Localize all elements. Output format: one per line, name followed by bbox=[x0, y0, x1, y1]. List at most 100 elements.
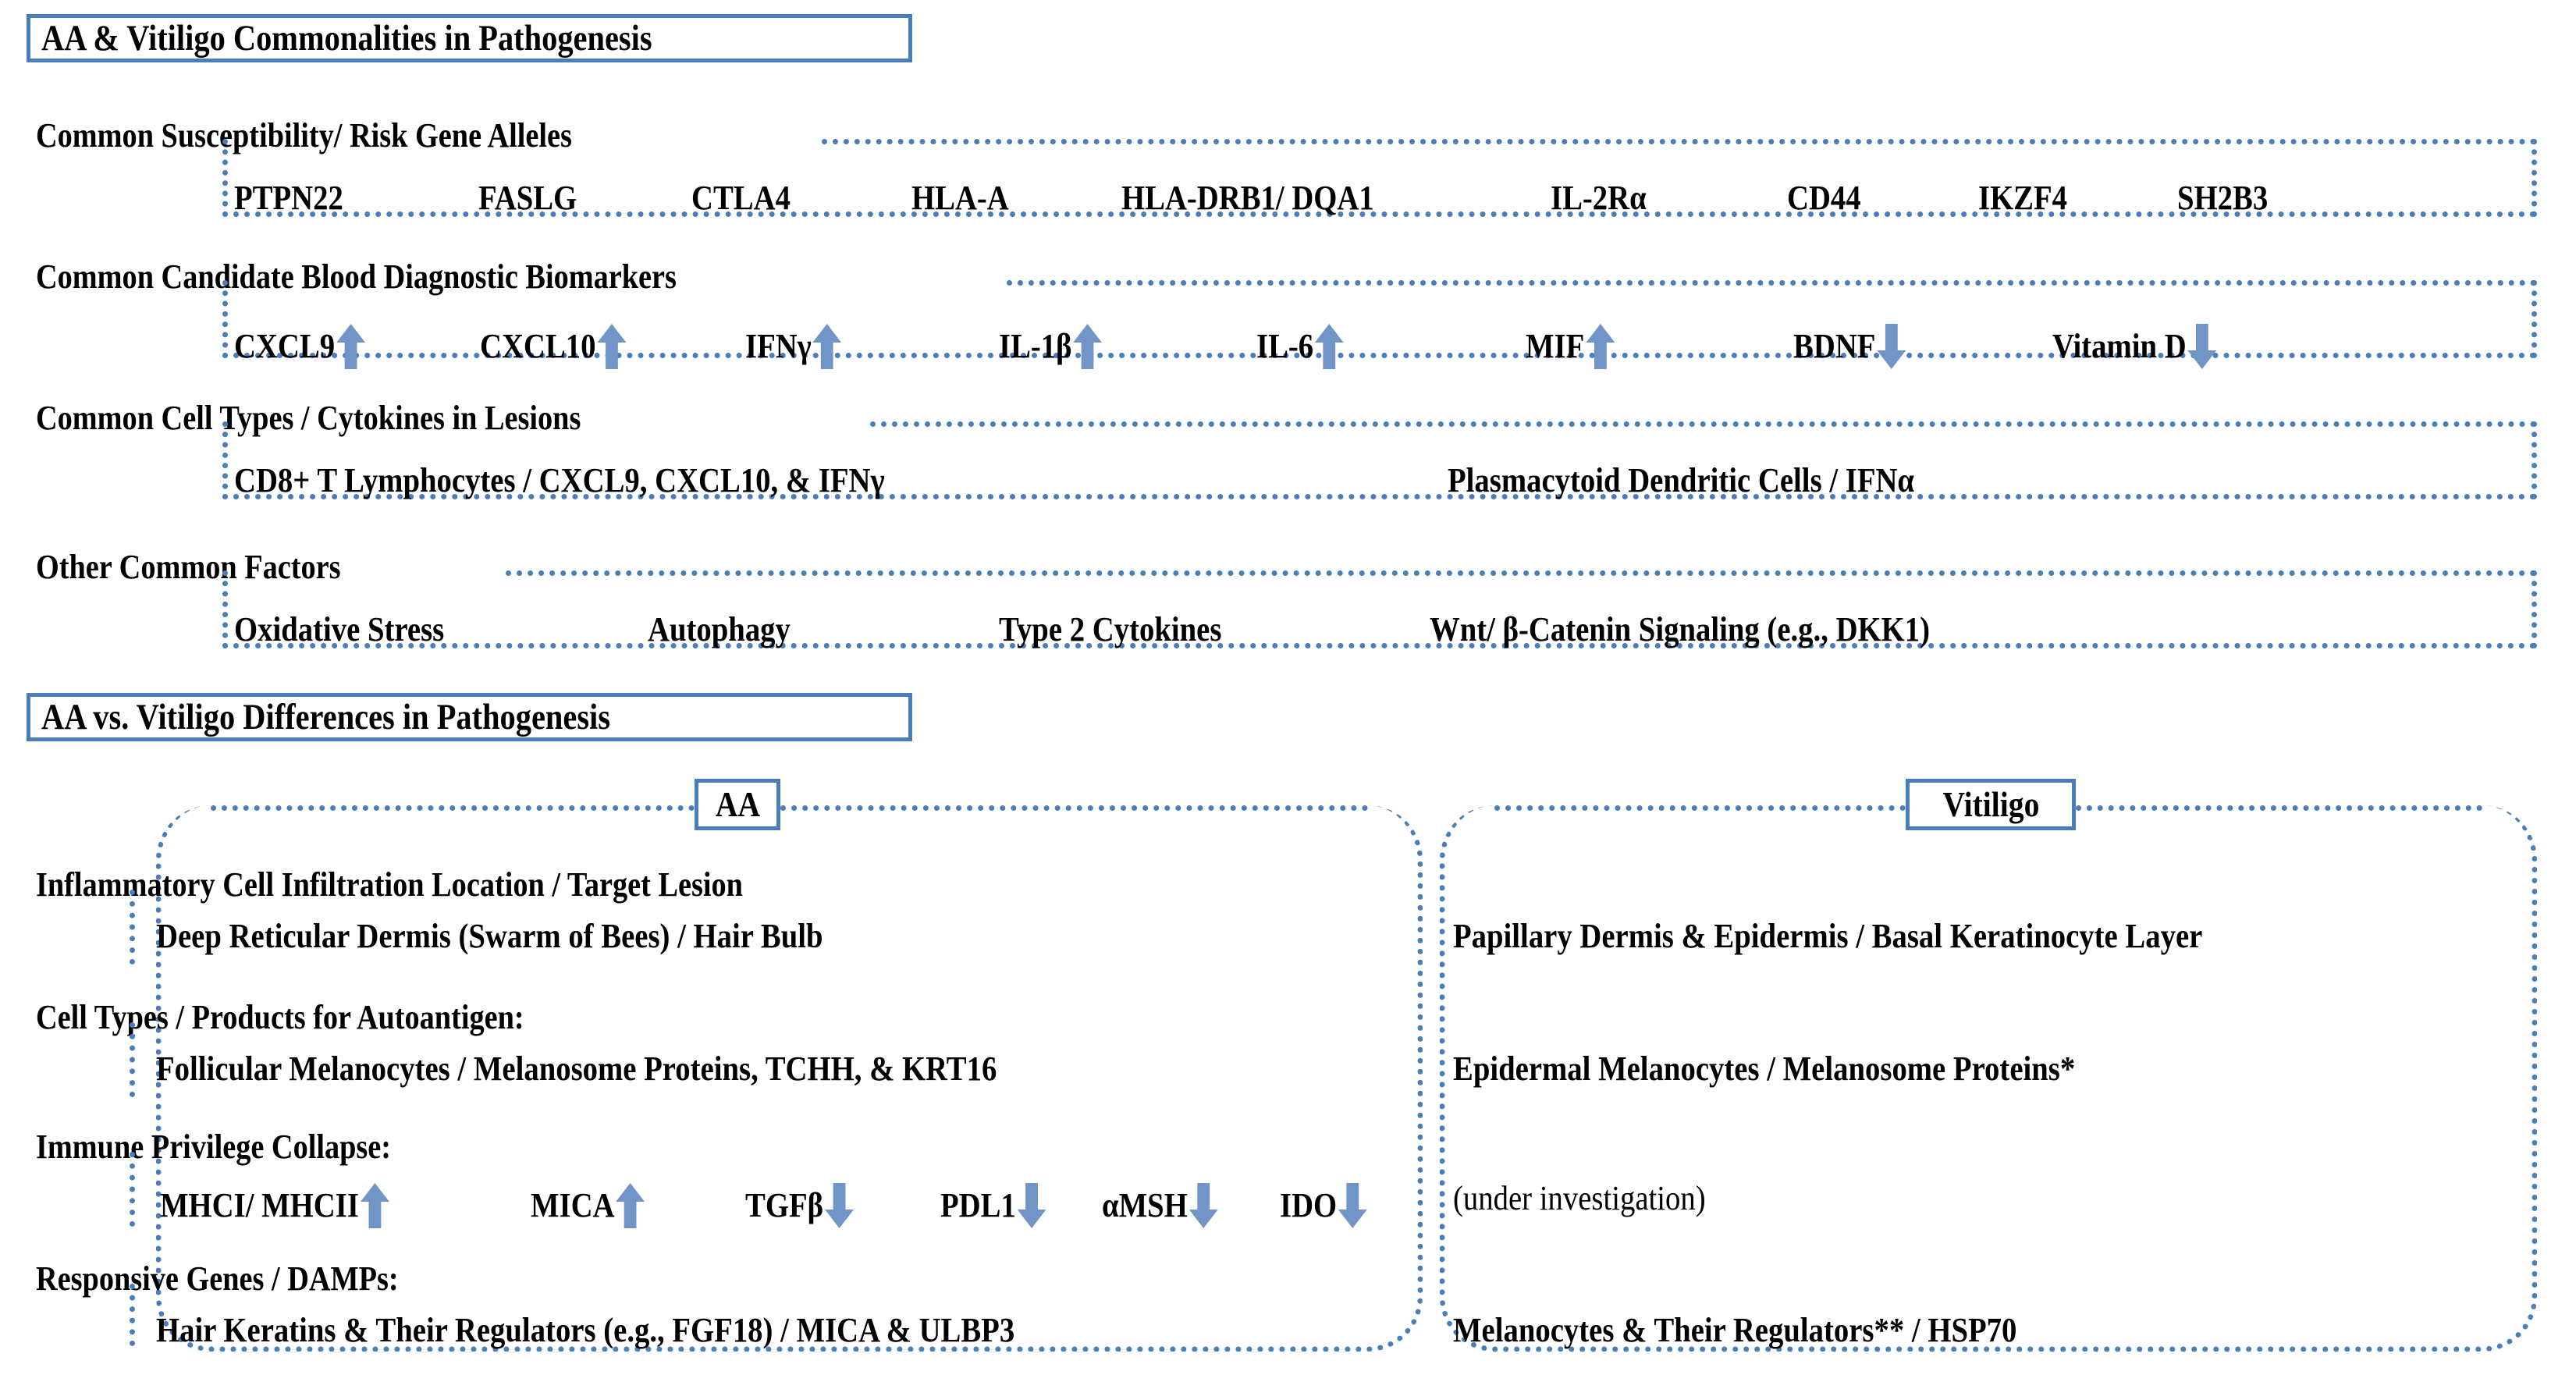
gene-label: IKZF4 bbox=[1978, 179, 2068, 217]
differences-title: AA vs. Vitiligo Differences in Pathogene… bbox=[41, 696, 611, 737]
commonalities-title: AA & Vitiligo Commonalities in Pathogene… bbox=[41, 17, 652, 59]
biomarker-label: CXCL9 bbox=[234, 327, 336, 365]
diff-aa-autoantigen: Follicular Melanocytes / Melanosome Prot… bbox=[156, 1052, 997, 1086]
row-label-biomarkers: Common Candidate Blood Diagnostic Biomar… bbox=[36, 258, 677, 296]
biomarker-label: BDNF bbox=[1793, 327, 1876, 365]
gene-label: CD44 bbox=[1787, 179, 1861, 217]
biomarkers-box bbox=[222, 280, 2537, 358]
diff-tick-1 bbox=[130, 890, 135, 964]
ip-label: MHCI/ MHCII bbox=[160, 1186, 359, 1224]
arrow-down-icon bbox=[1188, 1181, 1219, 1230]
gene-item-hla-drb1-dqa1: HLA-DRB1/ DQA1 bbox=[1121, 181, 1374, 215]
ip-mhci-mhcii: MHCI/ MHCII bbox=[160, 1181, 390, 1230]
biomarker-vitamin-d: Vitamin D bbox=[2052, 322, 2218, 371]
arrow-up-icon bbox=[595, 322, 627, 371]
cell-type-pdc: Plasmacytoid Dendritic Cells / IFNα bbox=[1448, 464, 1914, 498]
vitiligo-column-container bbox=[1440, 805, 2537, 1352]
gene-item-hla-a: HLA-A bbox=[911, 181, 1009, 215]
diff-vitiligo-infiltration: Papillary Dermis & Epidermis / Basal Ker… bbox=[1453, 919, 2202, 954]
diff-vitiligo-value: Epidermal Melanocytes / Melanosome Prote… bbox=[1453, 1050, 2076, 1088]
biomarker-mif: MIF bbox=[1526, 322, 1616, 371]
diff-vitiligo-immune-privilege: (under investigation) bbox=[1453, 1181, 1706, 1216]
biomarker-label: Vitamin D bbox=[2052, 327, 2187, 365]
diff-vitiligo-value: Papillary Dermis & Epidermis / Basal Ker… bbox=[1453, 917, 2203, 955]
diff-aa-value: Follicular Melanocytes / Melanosome Prot… bbox=[156, 1050, 997, 1088]
ip-label: TGFβ bbox=[745, 1186, 824, 1224]
gene-item-il2ra: IL-2Rα bbox=[1551, 181, 1647, 215]
cell-types-box bbox=[222, 421, 2537, 499]
gene-item-faslg: FASLG bbox=[478, 181, 577, 215]
arrow-down-icon bbox=[823, 1181, 855, 1230]
diff-label-responsive-genes: Responsive Genes / DAMPs: bbox=[36, 1259, 399, 1298]
other-factor-type2-cytokines: Type 2 Cytokines bbox=[999, 613, 1221, 647]
cell-type-label: Plasmacytoid Dendritic Cells / IFNα bbox=[1448, 461, 1915, 499]
gene-item-cd44: CD44 bbox=[1787, 181, 1861, 215]
vitiligo-container-top-right bbox=[2076, 805, 2482, 811]
gene-label: FASLG bbox=[478, 179, 577, 217]
gene-label: PTPN22 bbox=[234, 179, 343, 217]
ip-amsh: αMSH bbox=[1102, 1181, 1219, 1230]
arrow-down-icon bbox=[1337, 1181, 1368, 1230]
row-label-trail-1 bbox=[822, 139, 2537, 144]
gene-item-ikzf4: IKZF4 bbox=[1978, 181, 2067, 215]
row-label-trail-4 bbox=[506, 570, 2537, 576]
other-factor-label: Autophagy bbox=[648, 610, 791, 648]
biomarker-label: MIF bbox=[1526, 327, 1585, 365]
gene-label: HLA-A bbox=[911, 179, 1009, 217]
other-factor-label: Type 2 Cytokines bbox=[999, 610, 1222, 648]
diff-label-autoantigen: Cell Types / Products for Autoantigen: bbox=[36, 998, 524, 1036]
biomarker-il1b: IL-1β bbox=[999, 322, 1103, 371]
diff-vitiligo-value: Melanocytes & Their Regulators** / HSP70 bbox=[1453, 1311, 2017, 1349]
biomarker-cxcl9: CXCL9 bbox=[234, 322, 367, 371]
vitiligo-container-top-left bbox=[1494, 805, 1906, 811]
diff-aa-value: Deep Reticular Dermis (Swarm of Bees) / … bbox=[156, 917, 823, 955]
gene-label: CTLA4 bbox=[691, 179, 791, 217]
commonalities-title-box: AA & Vitiligo Commonalities in Pathogene… bbox=[27, 14, 912, 62]
gene-item-sh2b3: SH2B3 bbox=[2177, 181, 2268, 215]
arrow-up-icon bbox=[812, 322, 843, 371]
ip-label: MICA bbox=[531, 1186, 615, 1224]
arrow-down-icon bbox=[1016, 1181, 1047, 1230]
arrow-down-icon bbox=[1875, 322, 1906, 371]
gene-label: IL-2Rα bbox=[1551, 179, 1647, 217]
gene-alleles-box bbox=[222, 139, 2537, 217]
cell-type-cd8: CD8+ T Lymphocytes / CXCL9, CXCL10, & IF… bbox=[234, 464, 885, 498]
row-label-trail-2 bbox=[1007, 280, 2537, 286]
ip-label: αMSH bbox=[1102, 1186, 1188, 1224]
other-factors-box bbox=[222, 570, 2537, 648]
arrow-up-icon bbox=[335, 322, 366, 371]
column-title-vitiligo-box: Vitiligo bbox=[1906, 779, 2076, 830]
row-label-other-factors: Other Common Factors bbox=[36, 548, 341, 586]
row-label-gene-alleles: Common Susceptibility/ Risk Gene Alleles bbox=[36, 116, 572, 155]
biomarker-bdnf: BDNF bbox=[1793, 322, 1907, 371]
ip-ido: IDO bbox=[1280, 1181, 1369, 1230]
arrow-up-icon bbox=[615, 1181, 646, 1230]
diff-vitiligo-value: (under investigation) bbox=[1453, 1179, 1706, 1217]
aa-column-container bbox=[156, 805, 1423, 1352]
biomarker-ifng: IFNγ bbox=[745, 322, 843, 371]
column-title-vitiligo: Vitiligo bbox=[1942, 784, 2039, 824]
differences-title-box: AA vs. Vitiligo Differences in Pathogene… bbox=[27, 693, 912, 741]
gene-label: SH2B3 bbox=[2177, 179, 2269, 217]
diff-vitiligo-autoantigen: Epidermal Melanocytes / Melanosome Prote… bbox=[1453, 1052, 2075, 1086]
row-label-trail-3 bbox=[870, 421, 2537, 427]
other-factor-label: Oxidative Stress bbox=[234, 610, 445, 648]
ip-label: PDL1 bbox=[940, 1186, 1016, 1224]
diff-aa-infiltration: Deep Reticular Dermis (Swarm of Bees) / … bbox=[156, 919, 823, 954]
gene-item-ctla4: CTLA4 bbox=[691, 181, 791, 215]
diff-label-immune-privilege: Immune Privilege Collapse: bbox=[36, 1128, 392, 1166]
diff-label-infiltration: Inflammatory Cell Infiltration Location … bbox=[36, 865, 743, 904]
diff-aa-value: Hair Keratins & Their Regulators (e.g., … bbox=[156, 1311, 1015, 1349]
diff-aa-responsive-genes: Hair Keratins & Their Regulators (e.g., … bbox=[156, 1313, 1014, 1348]
arrow-up-icon bbox=[359, 1181, 390, 1230]
row-label-cell-types: Common Cell Types / Cytokines in Lesions bbox=[36, 399, 581, 437]
diff-tick-3 bbox=[130, 1152, 135, 1227]
aa-container-top-right bbox=[780, 805, 1368, 811]
biomarker-il6: IL-6 bbox=[1256, 322, 1345, 371]
other-factor-oxidative-stress: Oxidative Stress bbox=[234, 613, 444, 647]
other-factor-wnt-signaling: Wnt/ β-Catenin Signaling (e.g., DKK1) bbox=[1430, 613, 1930, 647]
ip-pdl1: PDL1 bbox=[940, 1181, 1047, 1230]
cell-type-label: CD8+ T Lymphocytes / CXCL9, CXCL10, & IF… bbox=[234, 461, 885, 499]
diff-tick-2 bbox=[130, 1022, 135, 1097]
biomarker-label: CXCL10 bbox=[480, 327, 596, 365]
